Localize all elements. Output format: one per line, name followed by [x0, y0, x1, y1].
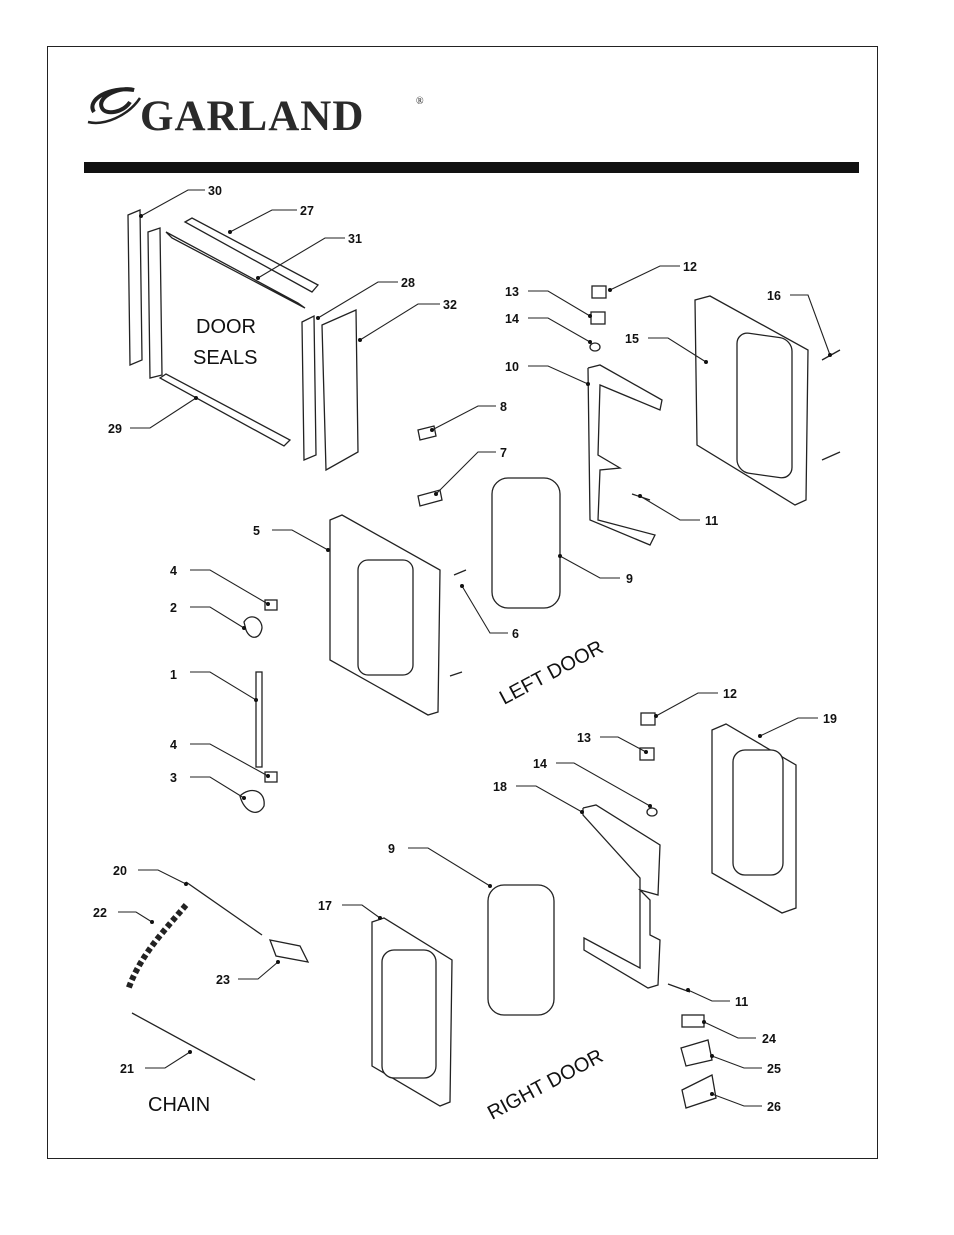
- callout-9-left: 9: [626, 572, 633, 586]
- callout-24: 24: [762, 1032, 776, 1046]
- part-30: [128, 210, 142, 365]
- callout-31: 31: [348, 232, 362, 246]
- callout-7: 7: [500, 446, 507, 460]
- left-door-label: LEFT DOOR: [496, 636, 607, 709]
- part-21: [132, 1013, 255, 1080]
- callout-8: 8: [500, 400, 507, 414]
- part-13-left: [591, 312, 605, 324]
- callout-9-right: 9: [388, 842, 395, 856]
- part-23: [270, 940, 308, 962]
- callout-5: 5: [253, 524, 260, 538]
- callout-12-left: 12: [683, 260, 697, 274]
- callout-22: 22: [93, 906, 107, 920]
- tube-seal: [148, 228, 162, 378]
- latch-rod-group: [240, 600, 277, 812]
- part-10: [588, 365, 662, 545]
- part-7: [418, 490, 442, 506]
- chain-group: CHAIN: [128, 882, 308, 1116]
- callout-4-bottom: 4: [170, 738, 177, 752]
- part-20: [186, 882, 262, 935]
- right-door-label: RIGHT DOOR: [484, 1045, 607, 1124]
- part-8: [418, 426, 436, 440]
- door-seals-label-2: SEALS: [193, 347, 257, 369]
- part-3: [240, 791, 264, 813]
- part-12-left: [592, 286, 606, 298]
- part-26: [682, 1075, 716, 1108]
- door-seals-label-1: DOOR: [196, 316, 256, 338]
- callout-21: 21: [120, 1062, 134, 1076]
- callout-14-left: 14: [505, 312, 519, 326]
- callout-29: 29: [108, 422, 122, 436]
- part-2: [244, 617, 262, 637]
- callout-6: 6: [512, 627, 519, 641]
- part-9-left: [492, 478, 560, 608]
- part-32: [322, 310, 358, 470]
- callout-26: 26: [767, 1100, 781, 1114]
- part-12-right: [641, 713, 655, 725]
- callout-1: 1: [170, 668, 177, 682]
- callout-10: 10: [505, 360, 519, 374]
- part-6-pin-a: [454, 570, 466, 575]
- right-door-group: RIGHT DOOR: [372, 713, 796, 1124]
- callout-13-right: 13: [577, 731, 591, 745]
- part-6-pin-b: [450, 672, 462, 676]
- callout-19: 19: [823, 712, 837, 726]
- part-28: [302, 316, 316, 460]
- door-seals-group: DOOR SEALS: [128, 210, 358, 470]
- callout-4-top: 4: [170, 564, 177, 578]
- chain-label: CHAIN: [148, 1094, 210, 1116]
- callout-17: 17: [318, 899, 332, 913]
- part-15-window: [737, 332, 792, 480]
- callout-3: 3: [170, 771, 177, 785]
- callout-16: 16: [767, 289, 781, 303]
- callout-28: 28: [401, 276, 415, 290]
- part-18: [583, 805, 660, 988]
- part-29: [160, 374, 290, 446]
- callout-27: 27: [300, 204, 314, 218]
- part-1: [256, 672, 262, 767]
- part-24: [682, 1015, 704, 1027]
- part-22: [128, 905, 186, 990]
- callout-30: 30: [208, 184, 222, 198]
- callout-11-right: 11: [735, 995, 748, 1009]
- callout-14-right: 14: [533, 757, 547, 771]
- callout-25: 25: [767, 1062, 781, 1076]
- callout-32: 32: [443, 298, 457, 312]
- callout-23: 23: [216, 973, 230, 987]
- left-door-group: LEFT DOOR: [330, 286, 840, 715]
- part-5-window: [358, 560, 413, 675]
- part-16-pin-b: [822, 452, 840, 460]
- callout-13-left: 13: [505, 285, 519, 299]
- callout-2: 2: [170, 601, 177, 615]
- callout-20: 20: [113, 864, 127, 878]
- part-14-right: [647, 808, 657, 816]
- part-14-left: [590, 343, 600, 351]
- part-19-window: [733, 750, 783, 875]
- callout-12-right: 12: [723, 687, 737, 701]
- part-9-right: [488, 885, 554, 1015]
- callout-15: 15: [625, 332, 639, 346]
- part-25: [681, 1040, 712, 1066]
- callout-18: 18: [493, 780, 507, 794]
- part-17-window: [382, 950, 436, 1078]
- callout-11-left: 11: [705, 514, 718, 528]
